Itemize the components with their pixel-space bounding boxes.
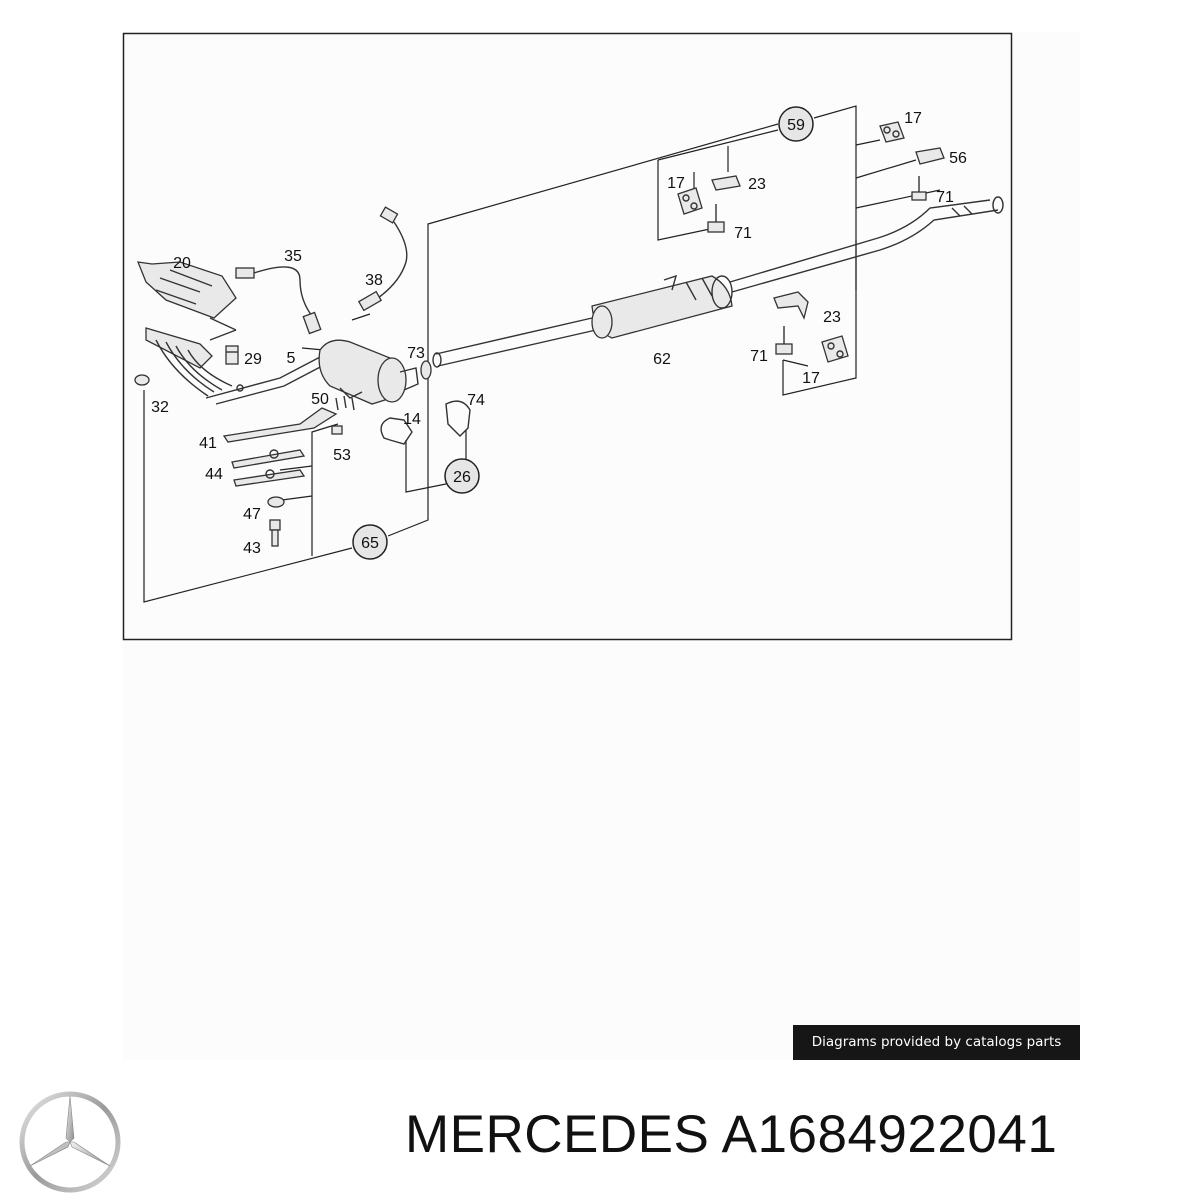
strap-44-part [231,449,306,469]
callout-c-23b: 23 [823,309,841,326]
callout-circle [444,458,480,494]
callout-c-71b: 71 [734,225,752,242]
callout-number: 20 [173,255,191,272]
diagram-frame [122,32,1013,641]
callout-c-62: 62 [653,351,671,368]
screw-71-mid-part [707,204,725,233]
callout-number: 71 [750,348,768,365]
callout-number: 56 [949,150,967,167]
callout-number: 50 [311,391,329,408]
callout-number: 73 [407,345,425,362]
callout-c-53: 53 [333,447,351,464]
screw-71-low-part [775,326,793,355]
callout-c-26: 26 [444,458,480,494]
callout-number: 62 [653,351,671,368]
clamp-14-part [380,417,413,445]
callout-number: 23 [748,176,766,193]
callout-c-71c: 71 [750,348,768,365]
callout-c-14: 14 [403,411,421,428]
lambda-sensor-38-part [357,206,408,312]
bolt-43-part [269,519,281,547]
screw-71-right-part [911,176,927,201]
callout-number: 59 [787,117,805,134]
bracket-41-part [222,407,338,443]
callout-number: 41 [199,435,217,452]
callout-number: 71 [734,225,752,242]
callout-c-29: 29 [244,351,262,368]
hanger-23-top-part [711,175,741,191]
callout-c-17b: 17 [667,175,685,192]
callout-c-5: 5 [287,350,296,367]
callout-circle [778,106,814,142]
callout-c-17c: 17 [802,370,820,387]
nut-32-part [134,374,150,386]
mercedes-star-icon [19,1091,121,1193]
callout-c-71a: 71 [936,189,954,206]
callout-number: 38 [365,272,383,289]
leader-lines [143,105,941,603]
callout-c-32: 32 [151,399,169,416]
callout-number: 43 [243,540,261,557]
callout-c-47: 47 [243,506,261,523]
callout-number: 17 [667,175,685,192]
credit-banner: Diagrams provided by catalogs parts [793,1025,1080,1060]
callout-c-59: 59 [778,106,814,142]
callout-number: 26 [453,469,471,486]
strap-lower-part [233,469,306,487]
callout-c-74: 74 [467,392,485,409]
tail-pipe-part [729,196,1004,293]
rubber-mount-17-top-part [879,121,905,143]
callout-c-43: 43 [243,540,261,557]
callout-number: 71 [936,189,954,206]
callout-c-35: 35 [284,248,302,265]
callout-labels: 20 35 38 29 5 73 32 50 74 14 41 53 44 26 47 43 65 62 59 17 5… [151,106,967,560]
callout-c-23a: 23 [748,176,766,193]
callout-circle [352,524,388,560]
callout-c-56: 56 [949,150,967,167]
callout-number: 32 [151,399,169,416]
bracket-50-part [335,395,355,411]
callout-c-20: 20 [173,255,191,272]
callout-c-44: 44 [205,466,223,483]
bolt-29-part [225,345,239,365]
heat-shield-part [136,261,237,341]
callout-number: 17 [802,370,820,387]
callout-number: 44 [205,466,223,483]
exhaust-manifold-part [145,327,327,405]
callout-number: 5 [287,350,296,367]
rubber-mount-17-low-part [821,335,849,363]
callout-number: 65 [361,535,379,552]
hanger-56-part [915,147,945,165]
callout-number: 17 [904,110,922,127]
callout-c-50: 50 [311,391,329,408]
washer-47-part [267,496,285,508]
callout-c-38: 38 [365,272,383,289]
callout-c-41: 41 [199,435,217,452]
callout-c-17a: 17 [904,110,922,127]
catalytic-converter-part [318,339,419,405]
callout-number: 74 [467,392,485,409]
callout-number: 35 [284,248,302,265]
diagram-background [122,32,1080,1060]
callout-number: 29 [244,351,262,368]
rubber-mount-17-mid-part [677,187,703,215]
lambda-sensor-35-part [235,266,322,335]
clip-53-part [331,425,343,435]
intermediate-pipe-part [432,317,597,368]
hanger-23-low-part [773,291,809,320]
callout-number: 53 [333,447,351,464]
callout-c-65: 65 [352,524,388,560]
callout-number: 47 [243,506,261,523]
callout-number: 14 [403,411,421,428]
callout-c-73: 73 [407,345,425,362]
callout-number: 23 [823,309,841,326]
product-title: MERCEDES A1684922041 [405,1105,1058,1164]
rear-silencer-part [591,274,733,339]
gasket-73-part [420,360,432,380]
clamp-74-part [445,400,471,437]
